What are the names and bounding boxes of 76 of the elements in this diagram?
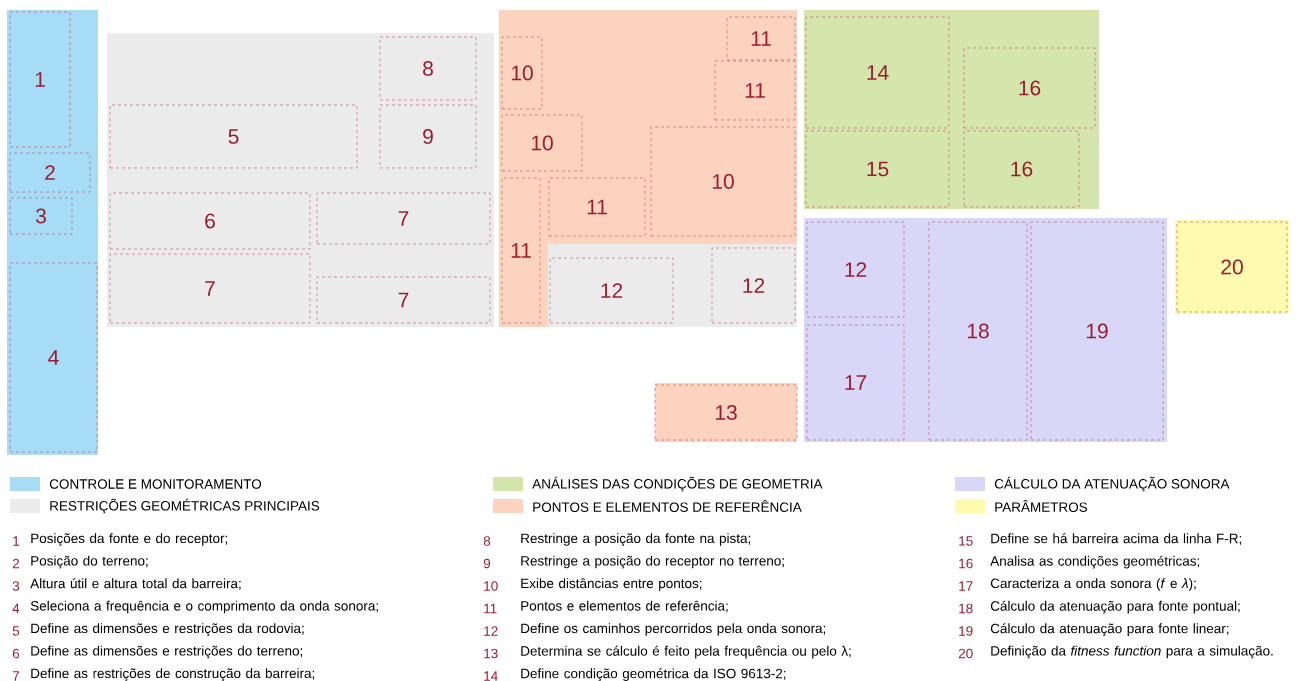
- item-number: 12: [484, 626, 498, 636]
- dashed-box: 1: [9, 11, 71, 148]
- dashed-box: 2: [9, 152, 91, 193]
- dashed-box: 17: [806, 324, 905, 441]
- item-description: Analisa as condições geométricas;: [990, 555, 1200, 569]
- legend-text: ANÁLISES DAS CONDIÇÕES DE GEOMETRIA: [532, 476, 823, 492]
- dashed-box: 11: [548, 177, 646, 237]
- dashed-box: 5: [109, 104, 358, 169]
- dashed-box: 12: [711, 247, 796, 324]
- item-number: 15: [959, 536, 973, 546]
- legend-text: PARÂMETROS: [995, 500, 1088, 512]
- item-description: Define as restrições de construção da barreira;: [31, 668, 315, 681]
- dashed-box: 18: [928, 221, 1028, 441]
- item-number: 16: [959, 558, 973, 569]
- item-description: Define condição geométrica da ISO 9613-2;: [521, 668, 786, 681]
- item-number: 14: [484, 671, 498, 681]
- item-description: Cálculo da atenuação para fonte pontual;: [990, 600, 1240, 614]
- item-description: Define os caminhos percorridos pela onda sonora;: [521, 623, 826, 636]
- dashed-box: 11: [501, 177, 541, 324]
- dashed-box: 7: [316, 276, 491, 324]
- item-number: 10: [484, 581, 498, 591]
- item-description: Exibe distâncias entre pontos;: [521, 578, 702, 591]
- dashed-box: 11: [726, 16, 796, 61]
- legend-text: PONTOS E ELEMENTOS DE REFERÊNCIA: [533, 500, 802, 512]
- item-description: Seleciona a frequência e o comprimento da onda sonora;: [30, 600, 378, 614]
- dashed-box: 12: [806, 221, 905, 318]
- item-description: Define se há barreira acima da linha F-R;: [991, 533, 1242, 545]
- item-description: Definição da fitness function para a simulação.: [991, 645, 1273, 659]
- item-description: Define as dimensões e restrições do terreno;: [31, 645, 303, 659]
- dashed-box: 7: [316, 192, 491, 245]
- item-number: 8: [483, 536, 491, 546]
- item-description: Restringe a posição do receptor no terreno;: [521, 555, 784, 569]
- dashed-box: 15: [805, 130, 950, 208]
- legend-text: CÁLCULO DA ATENUAÇÃO SONORA: [994, 476, 1230, 492]
- dashed-box: 13: [654, 384, 798, 441]
- dashed-box: 6: [109, 192, 311, 250]
- dashed-box: 8: [379, 36, 477, 101]
- dashed-box: 7: [109, 253, 311, 324]
- legend-text: CONTROLE E MONITORAMENTO: [49, 479, 262, 489]
- item-description: Posição do terreno;: [31, 555, 148, 569]
- dashed-box: 9: [379, 104, 477, 169]
- item-description: Posições da fonte e do receptor;: [31, 533, 228, 546]
- dashed-box: 3: [9, 197, 73, 235]
- item-description: Define as dimensões e restrições da rodovia;: [31, 623, 304, 636]
- item-description: Determina se cálculo é feito pela frequência ou pelo λ;: [521, 645, 851, 659]
- dashed-box: 19: [1030, 221, 1164, 441]
- item-number: 2: [12, 558, 20, 569]
- item-description: Caracteriza a onda sonora (f e λ);: [990, 578, 1196, 591]
- dashed-box: 16: [963, 47, 1096, 129]
- dashed-box: 10: [501, 36, 543, 110]
- item-number: 18: [959, 603, 973, 614]
- item-number: 11: [484, 603, 497, 614]
- dashed-box: 16: [963, 130, 1080, 208]
- legend-text: RESTRIÇÕES GEOMÉTRICAS PRINCIPAIS: [50, 498, 320, 514]
- dashed-box: 12: [549, 257, 674, 324]
- item-description: Restringe a posição da fonte na pista;: [521, 533, 751, 546]
- dashed-box: 10: [650, 126, 796, 237]
- dashed-box: 11: [714, 60, 796, 121]
- item-number: 9: [483, 558, 491, 569]
- item-description: Cálculo da atenuação para fonte linear;: [990, 623, 1229, 636]
- item-number: 4: [12, 603, 20, 614]
- item-number: 20: [958, 648, 973, 659]
- item-number: 17: [959, 581, 973, 591]
- item-number: 5: [12, 626, 20, 636]
- item-number: 3: [12, 581, 20, 591]
- item-number: 1: [13, 536, 20, 546]
- item-number: 13: [484, 648, 498, 659]
- dashed-box: 10: [501, 114, 583, 172]
- item-number: 19: [959, 626, 973, 636]
- dashed-box: 14: [805, 16, 950, 129]
- item-number: 7: [12, 671, 20, 681]
- item-number: 6: [12, 648, 20, 659]
- item-description: Altura útil e altura total da barreira;: [30, 578, 241, 590]
- item-description: Pontos e elementos de referência;: [521, 600, 728, 613]
- dashed-box: 4: [9, 262, 98, 453]
- dashed-box: 20: [1176, 221, 1288, 313]
